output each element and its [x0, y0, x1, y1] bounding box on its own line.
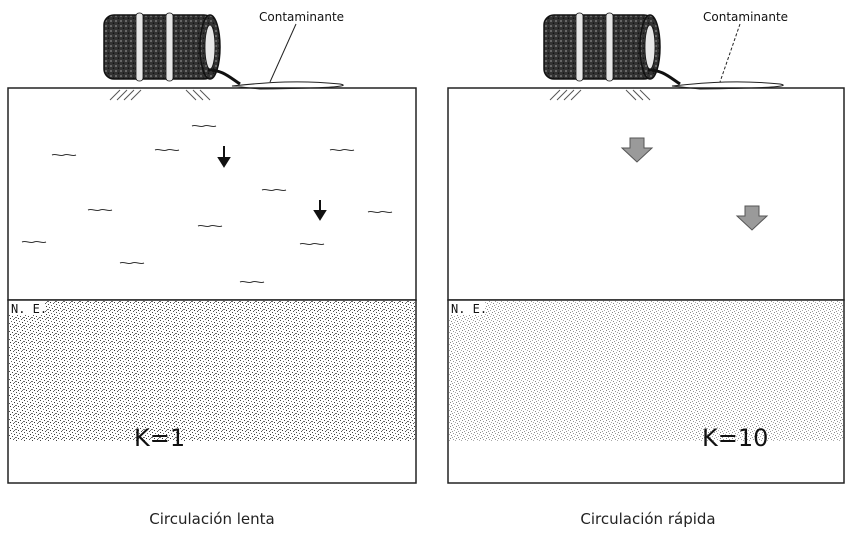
- unsaturated-zone: [7, 87, 417, 301]
- water-table-label: N. E.: [451, 302, 487, 316]
- caption-slow: Circulación lenta: [149, 510, 275, 528]
- ground-hatches: [109, 89, 211, 101]
- contaminant-spill: [231, 81, 344, 90]
- barrel-icon: [103, 12, 241, 86]
- flow-arrow-thin: [217, 146, 231, 168]
- panel-fast: Contaminante N. E. K=10: [447, 10, 845, 484]
- water-table-label: N. E.: [11, 302, 47, 316]
- contaminant-label: Contaminante: [259, 10, 344, 24]
- permeability-label: K=1: [134, 424, 185, 452]
- ground-hatches: [549, 89, 651, 101]
- soil-stipple: [449, 301, 843, 441]
- flow-arrow-thick: [620, 137, 654, 163]
- contaminant-label: Contaminante: [703, 10, 788, 24]
- contaminant-spill: [671, 81, 784, 90]
- panel-slow: Contaminante N. E. K=1: [7, 10, 417, 484]
- caption-fast: Circulación rápida: [580, 510, 716, 528]
- barrel-icon: [543, 12, 681, 86]
- pollutant-traces: [21, 124, 393, 284]
- contaminant-leader: [269, 23, 297, 83]
- flow-arrow-thick: [735, 205, 769, 231]
- permeability-label: K=10: [702, 424, 768, 452]
- unsaturated-zone: [447, 87, 845, 301]
- contaminant-leader: [719, 23, 741, 83]
- flow-arrow-thin: [313, 200, 327, 221]
- soil-stipple: [9, 301, 415, 441]
